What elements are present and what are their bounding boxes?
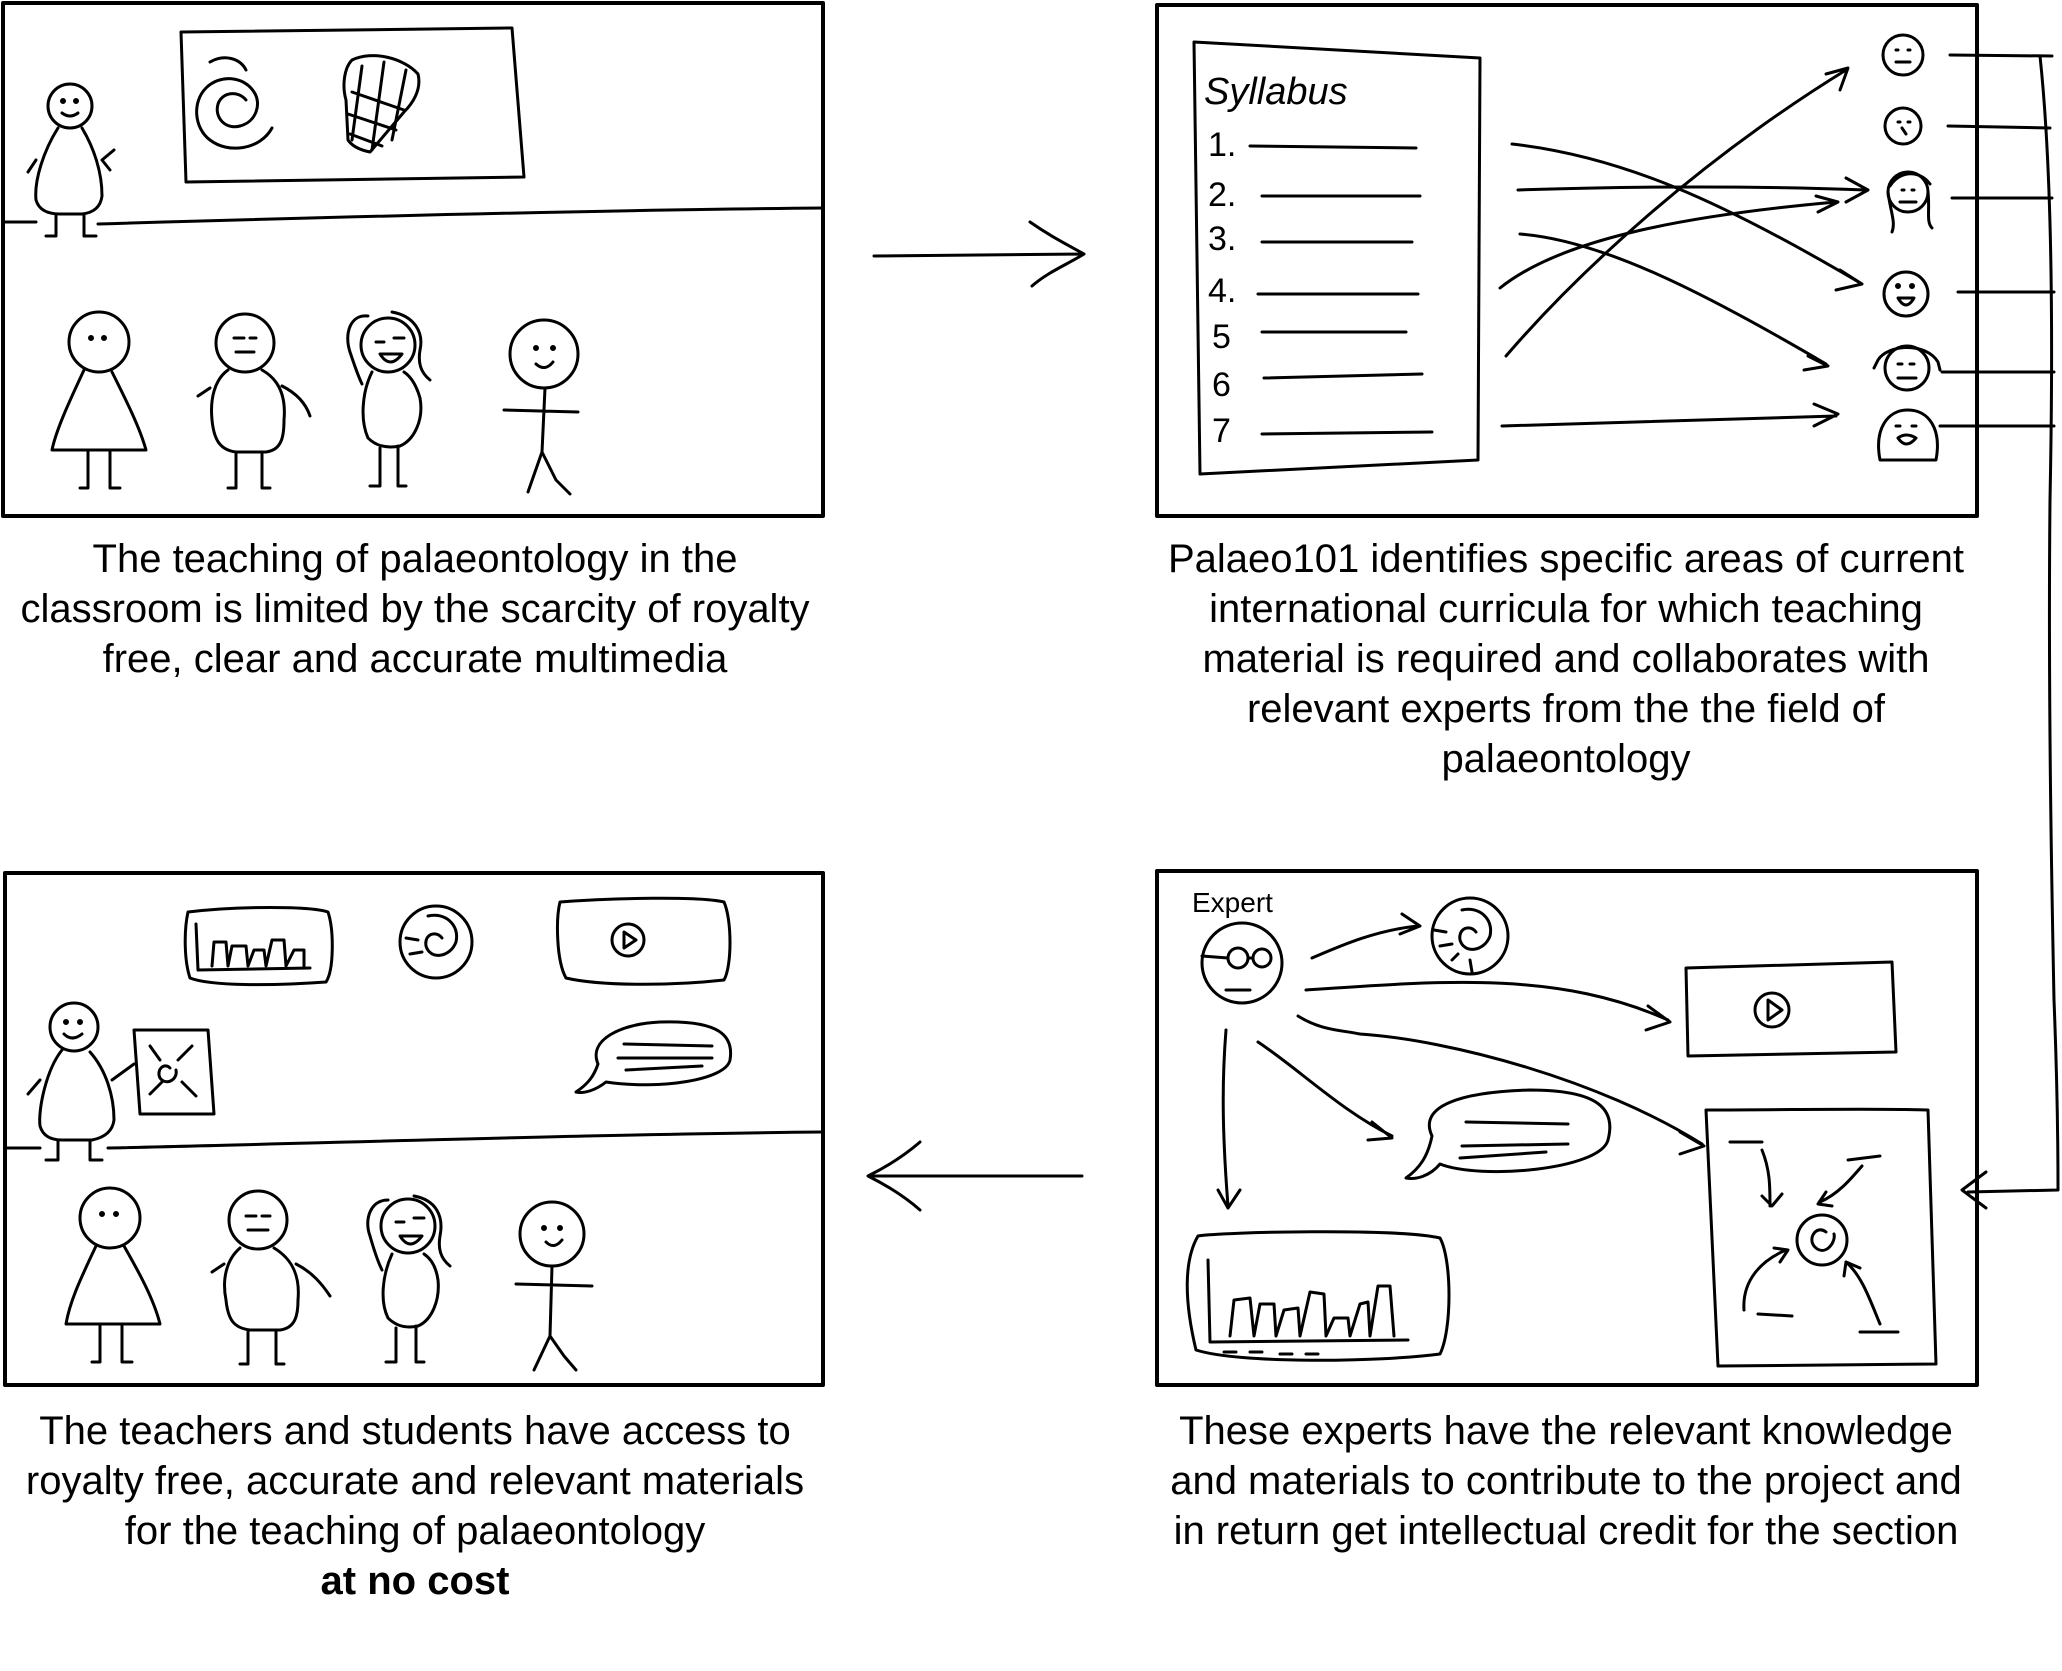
syllabus-sheet: Syllabus 1. 2. 3. 4. 5 6 7 bbox=[1192, 40, 1482, 476]
expert-face-2 bbox=[1883, 106, 1923, 146]
panel-1-board bbox=[179, 26, 526, 184]
panel-1-caption: The teaching of palaeontology in the cla… bbox=[20, 534, 810, 684]
expert-faces bbox=[1872, 33, 1942, 462]
panel-4-students bbox=[64, 1186, 594, 1372]
panel-3-caption: These experts have the relevant knowledg… bbox=[1160, 1406, 1972, 1556]
panel-2-caption: Palaeo101 identifies specific areas of c… bbox=[1160, 534, 1972, 784]
panel-3-caption-text: These experts have the relevant knowledg… bbox=[1170, 1409, 1962, 1553]
expert-face-1 bbox=[1881, 33, 1925, 77]
syllabus-title: Syllabus bbox=[1204, 71, 1348, 113]
syllabus-item-2: 2. bbox=[1208, 176, 1236, 214]
panel-1-students bbox=[50, 310, 580, 496]
panel-2-frame bbox=[1155, 3, 1979, 518]
belemnite-icon bbox=[342, 54, 421, 154]
panel-4-video-icon bbox=[556, 896, 732, 986]
panel-1-caption-text: The teaching of palaeontology in the cla… bbox=[20, 537, 810, 681]
panel-3-video-icon bbox=[1684, 960, 1898, 1058]
panel-4-ammonite-icon bbox=[398, 904, 474, 980]
panel-3-frame bbox=[1155, 869, 1979, 1387]
panel-1-frame bbox=[1, 1, 825, 518]
expert-face-3 bbox=[1886, 170, 1934, 234]
expert-face-4 bbox=[1882, 270, 1930, 318]
panel-1-floor-line bbox=[96, 206, 825, 226]
expert-face-6 bbox=[1877, 408, 1939, 462]
syllabus-item-5: 5 bbox=[1212, 318, 1231, 356]
panel-4-teacher bbox=[3, 1001, 216, 1162]
arrow-left bbox=[866, 1140, 1084, 1212]
syllabus-item-7: 7 bbox=[1212, 412, 1231, 450]
expert-figure bbox=[1200, 921, 1284, 1005]
arrow-right bbox=[872, 220, 1086, 288]
panel-2-caption-text: Palaeo101 identifies specific areas of c… bbox=[1167, 537, 1964, 781]
panel-3-ammonite-icon bbox=[1430, 896, 1510, 976]
panel-4-bar-chart-icon bbox=[183, 906, 334, 987]
mapping-arrows bbox=[1498, 66, 1870, 428]
poster-icon bbox=[132, 1028, 216, 1116]
panel-4-caption-emphasis: at no cost bbox=[320, 1559, 510, 1603]
expert-arrows bbox=[1216, 912, 1706, 1210]
panel-1-teacher bbox=[1, 82, 116, 238]
panel-3-bar-chart-icon bbox=[1185, 1230, 1451, 1362]
panel-4-caption-text: The teachers and students have access to… bbox=[25, 1409, 805, 1553]
panel-4-floor-line bbox=[106, 1130, 825, 1150]
panel-4-speech-bubble-icon bbox=[574, 1020, 733, 1094]
panel-4-frame bbox=[3, 871, 825, 1387]
panel-3-diagram-icon bbox=[1704, 1107, 1938, 1368]
syllabus-item-6: 6 bbox=[1212, 366, 1231, 404]
syllabus-item-3: 3. bbox=[1208, 220, 1236, 258]
syllabus-item-1: 1. bbox=[1208, 126, 1236, 164]
panel-4-caption: The teachers and students have access to… bbox=[20, 1406, 810, 1606]
panel-3-speech-bubble-icon bbox=[1404, 1088, 1612, 1180]
syllabus-item-4: 4. bbox=[1208, 272, 1236, 310]
expert-label: Expert bbox=[1192, 887, 1273, 918]
ammonite-icon bbox=[195, 77, 274, 150]
expert-face-5 bbox=[1872, 344, 1942, 392]
